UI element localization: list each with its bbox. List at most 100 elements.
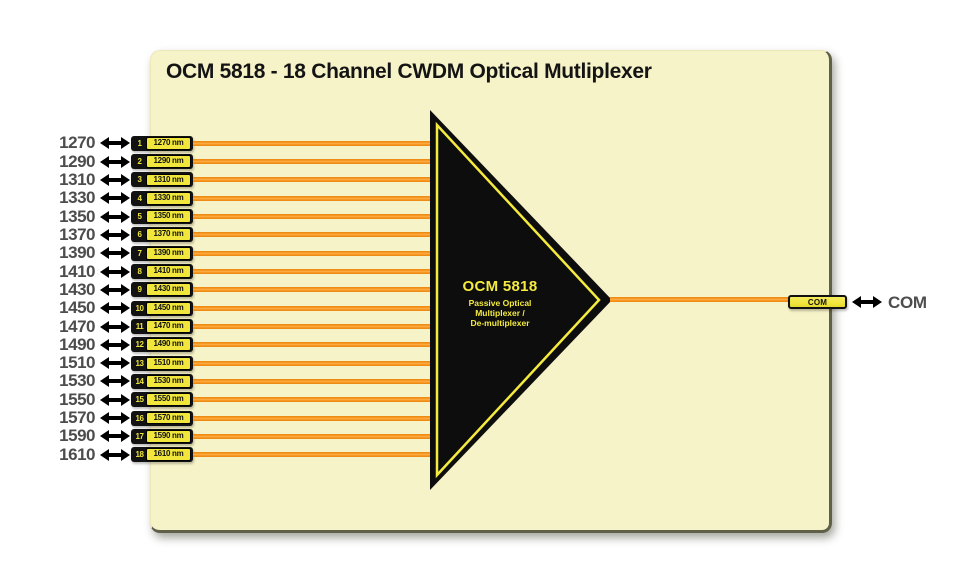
channel-number: 13	[135, 358, 144, 368]
channel-row: 1350 5 1350 nm	[55, 206, 430, 226]
multiplexer-description: Passive Optical Multiplexer / De-multipl…	[468, 298, 532, 328]
channel-port-label: 1570 nm	[146, 411, 191, 425]
bidirectional-arrow-icon	[100, 192, 130, 205]
channel-wavelength-label: 1330	[59, 188, 95, 208]
channel-number: 18	[135, 450, 144, 460]
channel-row: 1450 10 1450 nm	[55, 298, 430, 318]
channel-fiber-line	[193, 214, 430, 220]
channel-wavelength-label: 1430	[59, 279, 95, 299]
bidirectional-arrow-icon	[100, 430, 130, 443]
channel-number: 6	[137, 230, 142, 240]
channel-wavelength-label: 1370	[59, 224, 95, 244]
channel-wavelength-label: 1310	[59, 169, 95, 189]
channel-row: 1490 12 1490 nm	[55, 334, 430, 354]
channel-wavelength-label: 1510	[59, 353, 95, 373]
channel-fiber-line	[193, 324, 430, 329]
channel-row: 1330 4 1330 nm	[55, 188, 430, 208]
com-external-label: COM	[888, 293, 927, 312]
channel-port-label: 1550 nm	[146, 393, 191, 407]
bidirectional-arrow-icon	[100, 320, 130, 333]
com-bidirectional-arrow-icon	[852, 296, 882, 308]
bidirectional-arrow-icon	[100, 173, 130, 186]
bidirectional-arrow-icon	[100, 448, 130, 461]
bidirectional-arrow-icon	[100, 302, 130, 315]
channel-port-label: 1450 nm	[146, 301, 191, 315]
channel-port-label: 1310 nm	[146, 173, 191, 187]
bidirectional-arrow-icon	[100, 338, 130, 351]
com-port: COM	[788, 295, 847, 309]
channel-port: 12 1490 nm	[131, 337, 193, 353]
channel-fiber-line	[193, 360, 430, 366]
channel-row: 1270 1 1270 nm	[55, 133, 430, 153]
channel-port-label: 1290 nm	[146, 155, 191, 168]
channel-row: 1310 3 1310 nm	[55, 169, 430, 189]
bidirectional-arrow-icon	[100, 393, 130, 406]
channel-wavelength-label: 1550	[59, 389, 95, 409]
channel-row: 1390 7 1390 nm	[55, 244, 430, 261]
channel-row: 1290 2 1290 nm	[55, 151, 430, 171]
channel-number: 9	[137, 285, 142, 295]
bidirectional-arrow-icon	[100, 210, 130, 223]
channel-port: 18 1610 nm	[131, 447, 193, 463]
channel-port-label: 1370 nm	[146, 228, 191, 242]
channel-number: 7	[137, 248, 142, 258]
bidirectional-arrow-icon	[100, 155, 130, 168]
channel-port: 7 1390 nm	[131, 245, 193, 261]
channel-port: 6 1370 nm	[131, 227, 193, 243]
channel-wavelength-label: 1470	[59, 316, 95, 336]
multiplexer-name: OCM 5818	[462, 278, 538, 295]
channel-number: 5	[137, 212, 142, 222]
channel-wavelength-label: 1610	[59, 444, 95, 464]
channel-port: 8 1410 nm	[131, 264, 193, 280]
channel-port: 14 1530 nm	[131, 373, 193, 389]
channel-fiber-line	[193, 232, 430, 238]
channel-fiber-line	[193, 250, 430, 256]
channel-port: 1 1270 nm	[131, 135, 193, 151]
channel-row: 1570 16 1570 nm	[55, 409, 430, 426]
channel-number: 3	[137, 175, 142, 185]
channel-row: 1410 8 1410 nm	[55, 261, 430, 281]
channel-port: 15 1550 nm	[131, 392, 193, 408]
channel-fiber-line	[193, 159, 430, 165]
channel-port: 3 1310 nm	[131, 172, 193, 188]
channel-number: 1	[137, 138, 142, 148]
bidirectional-arrow-icon	[100, 412, 130, 425]
com-fiber-line	[610, 297, 790, 302]
channel-wavelength-label: 1290	[59, 151, 95, 171]
channel-port: 9 1430 nm	[131, 282, 193, 298]
channel-port: 2 1290 nm	[131, 154, 193, 170]
bidirectional-arrow-icon	[100, 228, 130, 241]
channel-port-label: 1330 nm	[146, 191, 191, 205]
channel-wavelength-label: 1270	[59, 133, 95, 153]
channel-row: 1510 13 1510 nm	[55, 353, 430, 373]
channel-row: 1470 11 1470 nm	[55, 316, 430, 336]
channel-port-label: 1390 nm	[146, 246, 191, 260]
bidirectional-arrow-icon	[100, 265, 130, 278]
channel-wavelength-label: 1450	[59, 298, 95, 318]
channel-port: 4 1330 nm	[131, 190, 193, 206]
diagram-title: OCM 5818 - 18 Channel CWDM Optical Mutli…	[166, 60, 652, 83]
channel-number: 16	[135, 413, 144, 423]
channel-port-label: 1410 nm	[146, 265, 191, 278]
channel-row: 1590 17 1590 nm	[55, 426, 430, 446]
channel-wavelength-label: 1350	[59, 206, 95, 226]
bidirectional-arrow-icon	[100, 283, 130, 296]
channel-port-label: 1590 nm	[146, 430, 191, 443]
channel-port: 10 1450 nm	[131, 300, 193, 316]
multiplexer-triangle	[430, 110, 612, 490]
channel-row: 1530 14 1530 nm	[55, 372, 430, 389]
channel-port: 5 1350 nm	[131, 209, 193, 225]
bidirectional-arrow-icon	[100, 375, 130, 388]
channel-number: 12	[135, 340, 144, 350]
channel-port-label: 1430 nm	[146, 283, 191, 297]
channel-fiber-line	[193, 433, 430, 439]
channel-wavelength-label: 1490	[59, 334, 95, 354]
channel-wavelength-label: 1590	[59, 426, 95, 446]
channel-fiber-line	[193, 378, 430, 384]
com-port-label: COM	[807, 297, 828, 307]
channel-fiber-line	[193, 397, 430, 403]
channel-fiber-line	[193, 195, 430, 201]
channel-wavelength-label: 1410	[59, 261, 95, 281]
channel-row: 1610 18 1610 nm	[55, 444, 430, 464]
